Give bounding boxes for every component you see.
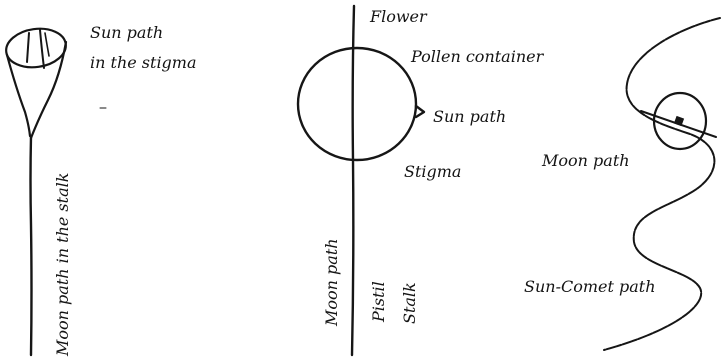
pollen-container-label: Pollen container	[410, 47, 545, 66]
right-figure: Moon path Sun-Comet path	[524, 17, 721, 351]
middle-figure: Flower Pollen container Sun path Stigma …	[296, 4, 545, 357]
pistil-stalk-line	[350, 4, 356, 357]
stalk-line	[29, 134, 33, 357]
stigma-cone-rim	[5, 27, 67, 69]
pollen-container-circle	[296, 46, 418, 162]
sun-path-inner-line-1	[26, 32, 30, 63]
moon-path-center-dot	[673, 115, 685, 127]
sun-path-arrow	[414, 104, 426, 119]
moon-path-circle	[652, 91, 708, 151]
sun-path-inner-line-3	[44, 32, 50, 57]
pistil-label: Pistil	[369, 281, 388, 323]
moon-path-right-label: Moon path	[541, 151, 630, 170]
sun-path-label-line2: in the stigma	[90, 53, 197, 72]
left-figure: Sun path in the stigma Moon path in the …	[5, 23, 197, 357]
sun-comet-path-label: Sun-Comet path	[524, 277, 656, 296]
sun-path-label: Sun path	[433, 107, 506, 126]
sun-path-label-line1: Sun path	[90, 23, 163, 42]
flower-label: Flower	[369, 7, 428, 26]
stigma-label: Stigma	[404, 162, 461, 181]
stigma-cone-left-side	[5, 53, 32, 138]
moon-path-stalk-label: Moon path in the stalk	[53, 173, 72, 357]
stigma-cone-right-side	[29, 40, 68, 140]
stalk-label: Stalk	[400, 282, 419, 324]
sun-path-inner-line-2	[39, 29, 45, 69]
sun-comet-path-line	[603, 17, 721, 351]
moon-path-label: Moon path	[322, 238, 341, 327]
